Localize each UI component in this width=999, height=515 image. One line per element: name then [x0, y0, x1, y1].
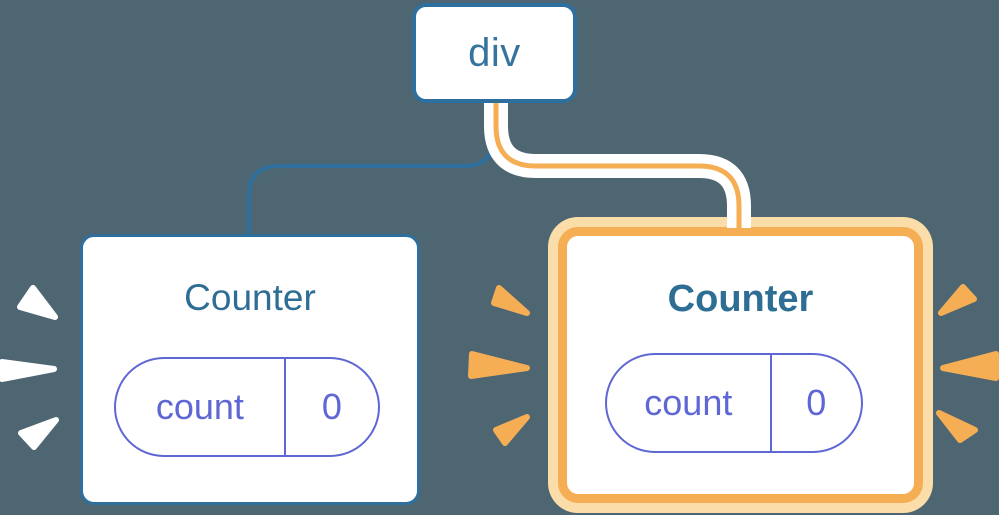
state-pill: count 0: [605, 353, 863, 453]
counter-title: Counter: [667, 278, 814, 320]
spark-marks-left-card: [0, 285, 59, 450]
spark-icon: [938, 284, 977, 316]
tree-edge-left: [247, 104, 496, 236]
state-value-cell: 0: [321, 386, 342, 427]
tree-node-div: div: [412, 3, 577, 103]
tree-edge-right-casing: [484, 100, 751, 228]
tree-node-div-label: div: [468, 30, 521, 75]
spark-marks-right-card-left: [468, 285, 530, 446]
spark-icon: [491, 285, 530, 316]
spark-icon: [0, 359, 57, 382]
spark-icon: [17, 285, 58, 320]
tree-edge-right: [493, 100, 742, 231]
counter-title: Counter: [184, 277, 316, 318]
state-key-cell: count: [607, 355, 772, 451]
spark-icon: [936, 410, 978, 443]
spark-icon: [493, 414, 530, 446]
state-pill: count 0: [114, 357, 380, 457]
counter-card-left: Counter count 0: [80, 234, 420, 505]
spark-icon: [18, 417, 59, 450]
spark-icon: [468, 351, 530, 379]
spark-marks-right-card-right: [936, 284, 999, 443]
state-value-cell: 0: [806, 382, 827, 423]
state-key-cell: count: [116, 359, 286, 455]
spark-icon: [940, 351, 999, 381]
counter-card-right-highlighted: Counter count 0: [558, 227, 923, 503]
